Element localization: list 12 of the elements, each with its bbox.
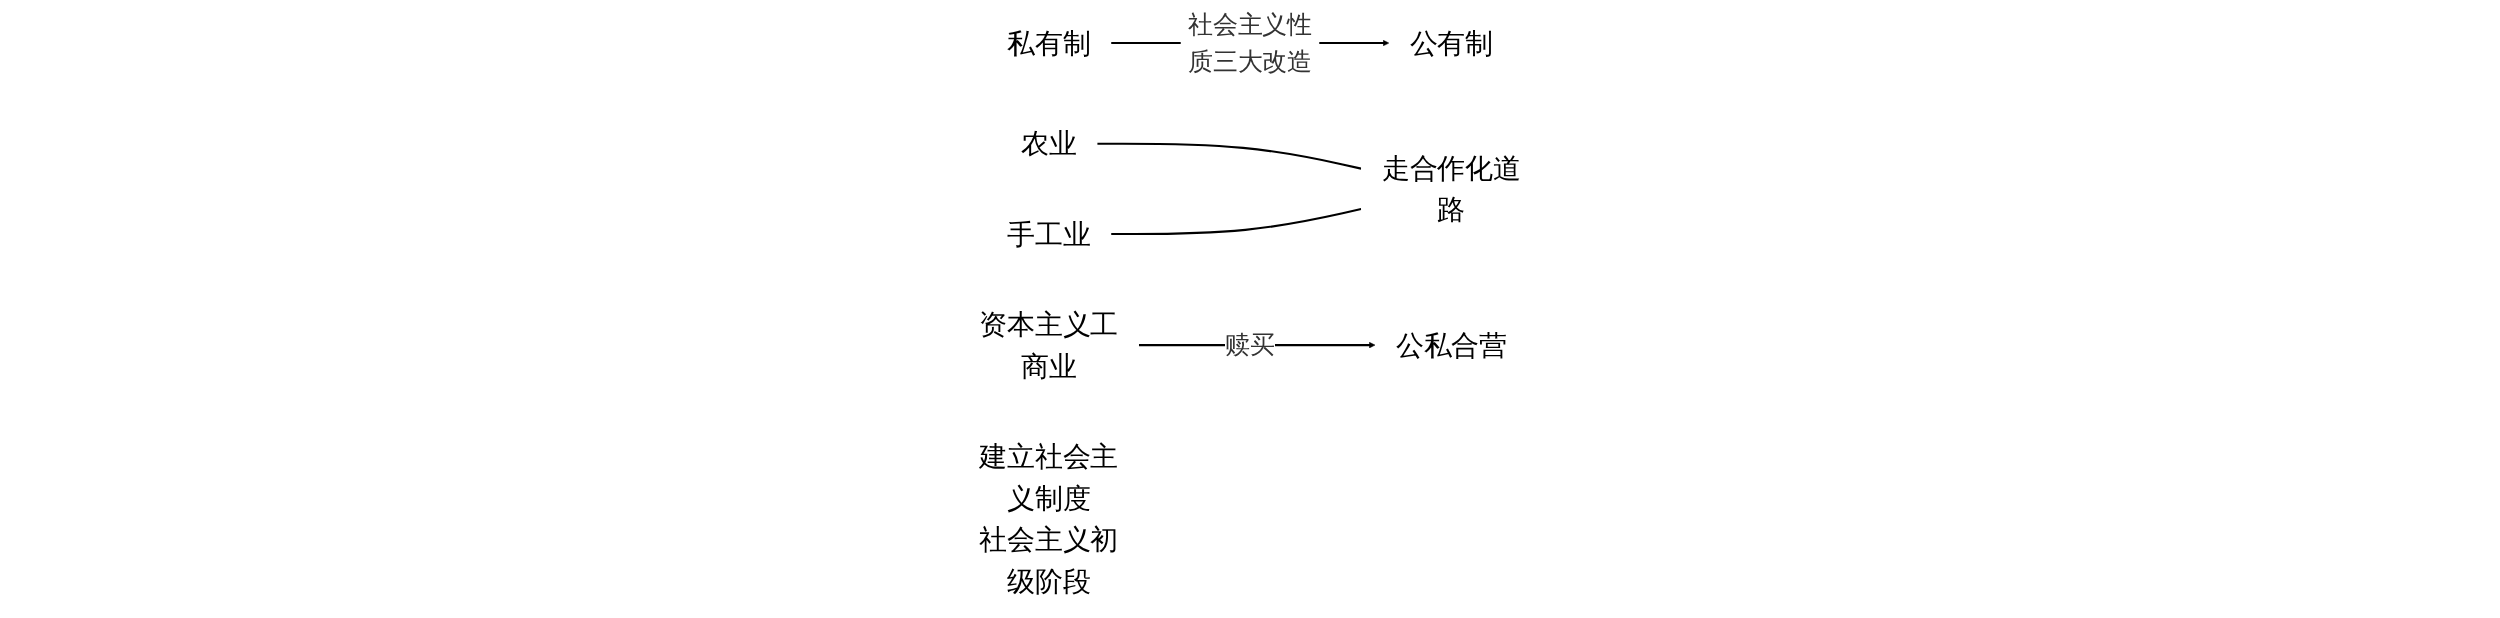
node-text: 农业 bbox=[1020, 127, 1077, 160]
node-text: 公私合营 bbox=[1395, 329, 1507, 362]
node-text: 手工业 bbox=[1006, 218, 1091, 250]
node-text: 私有制 bbox=[1006, 27, 1091, 60]
node-text: 建立社会主义制度 社会主义初级阶段 bbox=[979, 440, 1119, 598]
node-text: 走合作化道路 bbox=[1381, 152, 1521, 226]
edge-label: 赎买 bbox=[1225, 330, 1275, 359]
connector bbox=[1097, 142, 1362, 170]
edge-label: 社会主义性质三大改造 bbox=[1187, 9, 1313, 76]
node-text: 公有制 bbox=[1409, 27, 1494, 60]
connector bbox=[1111, 208, 1362, 236]
node-text: 资本主义工商业 bbox=[979, 308, 1119, 382]
